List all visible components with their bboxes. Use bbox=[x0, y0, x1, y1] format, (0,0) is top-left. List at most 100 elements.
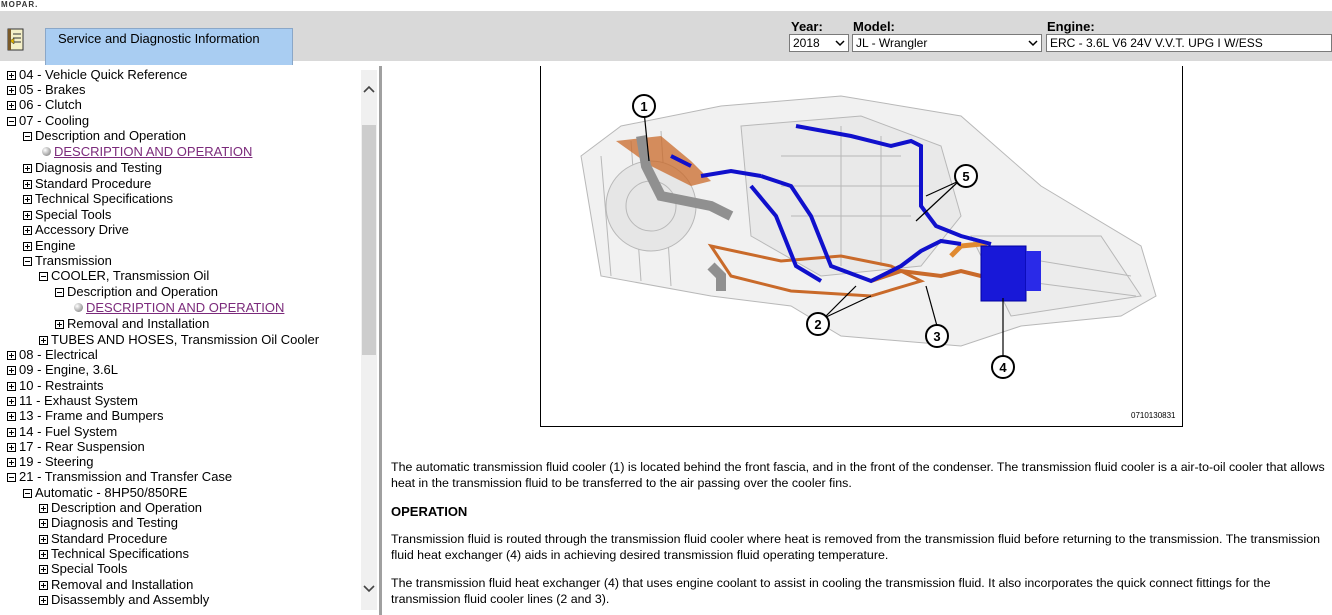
collapse-icon[interactable] bbox=[23, 132, 32, 141]
tree-scrollbar-thumb[interactable] bbox=[362, 125, 376, 355]
expand-icon[interactable] bbox=[7, 351, 16, 360]
expand-icon[interactable] bbox=[23, 195, 32, 204]
tree-node[interactable]: Special Tools bbox=[39, 561, 127, 577]
scroll-up-icon[interactable] bbox=[361, 82, 377, 98]
expand-icon[interactable] bbox=[39, 535, 48, 544]
chevron-down-icon bbox=[832, 35, 848, 51]
expand-icon[interactable] bbox=[23, 211, 32, 220]
tree-link[interactable]: DESCRIPTION AND OPERATION bbox=[74, 300, 284, 316]
tree-node-label: COOLER, Transmission Oil bbox=[51, 268, 210, 283]
year-label: Year: bbox=[791, 19, 823, 34]
expand-icon[interactable] bbox=[7, 397, 16, 406]
expand-icon[interactable] bbox=[23, 164, 32, 173]
collapse-icon[interactable] bbox=[7, 117, 16, 126]
expand-icon[interactable] bbox=[7, 443, 16, 452]
expand-icon[interactable] bbox=[39, 596, 48, 605]
tree-node[interactable]: 11 - Exhaust System bbox=[7, 393, 138, 409]
chevron-down-icon bbox=[1025, 35, 1041, 51]
tree-node-label: 06 - Clutch bbox=[19, 97, 82, 112]
callout-4: 4 bbox=[991, 298, 1015, 379]
expand-icon[interactable] bbox=[7, 71, 16, 80]
tree-node-label: Standard Procedure bbox=[51, 531, 168, 546]
engine-select-value: ERC - 3.6L V6 24V V.V.T. UPG I W/ESS bbox=[1050, 36, 1263, 50]
tree-node-label: 04 - Vehicle Quick Reference bbox=[19, 67, 188, 82]
scroll-down-icon[interactable] bbox=[361, 580, 377, 596]
tree-node[interactable]: Special Tools bbox=[23, 207, 111, 223]
tree-node[interactable]: Diagnosis and Testing bbox=[39, 515, 178, 531]
tree-node-label: 10 - Restraints bbox=[19, 378, 104, 393]
tree-node-label: Description and Operation bbox=[51, 500, 203, 515]
callout-3-label: 3 bbox=[933, 329, 940, 344]
expand-icon[interactable] bbox=[39, 336, 48, 345]
pane-splitter[interactable] bbox=[379, 66, 382, 615]
tree-node[interactable]: COOLER, Transmission Oil bbox=[39, 268, 209, 284]
tree-node[interactable]: Description and Operation bbox=[39, 500, 202, 516]
collapse-icon[interactable] bbox=[23, 489, 32, 498]
tree-node[interactable]: 08 - Electrical bbox=[7, 347, 98, 363]
tree-node[interactable]: 21 - Transmission and Transfer Case bbox=[7, 469, 232, 485]
tree-node[interactable]: 06 - Clutch bbox=[7, 97, 82, 113]
expand-icon[interactable] bbox=[23, 226, 32, 235]
collapse-icon[interactable] bbox=[7, 473, 16, 482]
tree-node[interactable]: 04 - Vehicle Quick Reference bbox=[7, 67, 187, 83]
expand-icon[interactable] bbox=[7, 412, 16, 421]
tree-node[interactable]: Disassembly and Assembly bbox=[39, 592, 209, 608]
collapse-icon[interactable] bbox=[23, 257, 32, 266]
tree-node[interactable]: Description and Operation bbox=[55, 284, 218, 300]
tree-node-label: Description and Operation bbox=[67, 284, 219, 299]
tree-node[interactable]: Removal and Installation bbox=[39, 577, 193, 593]
year-select[interactable]: 2018 bbox=[789, 34, 849, 52]
tree-node[interactable]: 14 - Fuel System bbox=[7, 424, 117, 440]
tree-node[interactable]: Description and Operation bbox=[23, 128, 186, 144]
tree-node[interactable]: Engine bbox=[23, 238, 75, 254]
tree-node-label: DESCRIPTION AND OPERATION bbox=[86, 300, 285, 315]
engine-select[interactable]: ERC - 3.6L V6 24V V.V.T. UPG I W/ESS bbox=[1046, 34, 1332, 52]
tree-node[interactable]: Automatic - 8HP50/850RE bbox=[23, 485, 187, 501]
collapse-icon[interactable] bbox=[39, 272, 48, 281]
tree-node-label: 14 - Fuel System bbox=[19, 424, 118, 439]
tree-node-label: 07 - Cooling bbox=[19, 113, 90, 128]
expand-icon[interactable] bbox=[39, 565, 48, 574]
callout-1: 1 bbox=[632, 94, 656, 162]
expand-icon[interactable] bbox=[7, 458, 16, 467]
expand-icon[interactable] bbox=[39, 581, 48, 590]
expand-icon[interactable] bbox=[7, 382, 16, 391]
tree-node[interactable]: 07 - Cooling bbox=[7, 113, 89, 129]
tree-node-label: Description and Operation bbox=[35, 128, 187, 143]
service-info-tab-label: Service and Diagnostic Information bbox=[58, 31, 260, 46]
tree-node[interactable]: 13 - Frame and Bumpers bbox=[7, 408, 164, 424]
tree-node[interactable]: TUBES AND HOSES, Transmission Oil Cooler bbox=[39, 332, 319, 348]
tree-node[interactable]: Removal and Installation bbox=[55, 316, 209, 332]
callout-2: 2 bbox=[806, 285, 872, 336]
tree-node[interactable]: Technical Specifications bbox=[39, 546, 189, 562]
expand-icon[interactable] bbox=[7, 366, 16, 375]
collapse-icon[interactable] bbox=[55, 288, 64, 297]
expand-icon[interactable] bbox=[39, 504, 48, 513]
callout-3: 3 bbox=[925, 285, 949, 348]
manual-book-icon[interactable] bbox=[6, 28, 26, 52]
tree-node[interactable]: Standard Procedure bbox=[39, 531, 167, 547]
tree-node[interactable]: 09 - Engine, 3.6L bbox=[7, 362, 118, 378]
expand-icon[interactable] bbox=[39, 550, 48, 559]
tree-node[interactable]: Standard Procedure bbox=[23, 176, 151, 192]
model-select[interactable]: JL - Wrangler bbox=[852, 34, 1042, 52]
expand-icon[interactable] bbox=[7, 86, 16, 95]
top-strip: MOPAR. bbox=[0, 0, 1332, 11]
expand-icon[interactable] bbox=[23, 242, 32, 251]
tree-node[interactable]: Technical Specifications bbox=[23, 191, 173, 207]
expand-icon[interactable] bbox=[7, 428, 16, 437]
tree-node[interactable]: Accessory Drive bbox=[23, 222, 129, 238]
expand-icon[interactable] bbox=[39, 519, 48, 528]
service-info-tab[interactable]: Service and Diagnostic Information bbox=[45, 28, 293, 65]
expand-icon[interactable] bbox=[55, 320, 64, 329]
tree-node[interactable]: 05 - Brakes bbox=[7, 82, 85, 98]
expand-icon[interactable] bbox=[7, 101, 16, 110]
expand-icon[interactable] bbox=[23, 180, 32, 189]
tree-node[interactable]: 17 - Rear Suspension bbox=[7, 439, 145, 455]
tree-node[interactable]: 19 - Steering bbox=[7, 454, 93, 470]
tree-link[interactable]: DESCRIPTION AND OPERATION bbox=[42, 144, 252, 160]
tree-node[interactable]: 10 - Restraints bbox=[7, 378, 104, 394]
tree-node[interactable]: Transmission bbox=[23, 253, 112, 269]
tree-node-label: Technical Specifications bbox=[51, 546, 190, 561]
tree-node[interactable]: Diagnosis and Testing bbox=[23, 160, 162, 176]
